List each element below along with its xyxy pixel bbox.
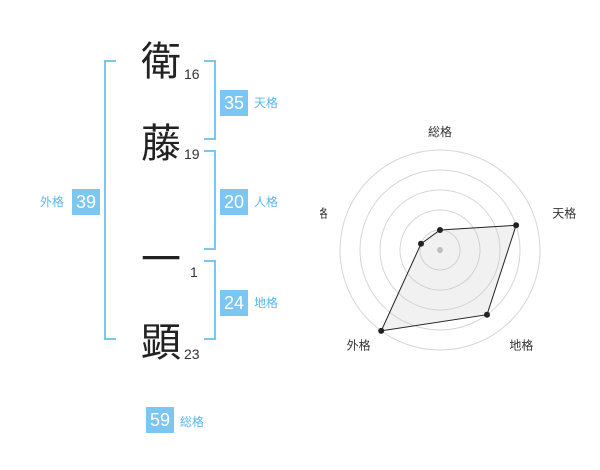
tenkaku-score: 35 bbox=[220, 90, 248, 116]
radar-polygon bbox=[380, 224, 517, 332]
stroke-count-3: 1 bbox=[190, 264, 198, 280]
stroke-count-4: 23 bbox=[184, 346, 200, 362]
chikaku-bracket bbox=[204, 260, 216, 340]
radar-point-5 bbox=[418, 240, 424, 247]
radar-axis-label: 天格 bbox=[552, 206, 576, 221]
jinkaku-label: 人格 bbox=[254, 195, 279, 209]
gaikaku-label: 外格 bbox=[40, 195, 65, 209]
radar-axis-label: 地格 bbox=[509, 338, 533, 353]
radar-ring bbox=[399, 209, 481, 291]
name-char-2: 藤 bbox=[141, 121, 181, 167]
name-char-4: 顕 bbox=[141, 320, 181, 366]
radar-point-1 bbox=[437, 227, 443, 233]
stroke-count-1: 16 bbox=[184, 66, 200, 82]
radar-center bbox=[437, 247, 443, 253]
stroke-count-2: 19 bbox=[184, 146, 200, 162]
name-char-3: 一 bbox=[141, 237, 181, 283]
radar-axis-label: 外格 bbox=[347, 338, 371, 353]
radar-point-2 bbox=[513, 222, 520, 229]
tenkaku-label: 天格 bbox=[254, 96, 279, 110]
radar-ring bbox=[359, 169, 521, 331]
radar-ring bbox=[339, 149, 541, 351]
tenkaku-bracket bbox=[204, 60, 216, 140]
jinkaku-score: 20 bbox=[220, 189, 248, 215]
radar-ring bbox=[379, 189, 501, 311]
soukaku-label: 総格 bbox=[180, 415, 205, 429]
gaikaku-bracket bbox=[104, 60, 116, 340]
jinkaku-bracket bbox=[204, 150, 216, 250]
radar-point-3 bbox=[484, 311, 490, 318]
gaikaku-score: 39 bbox=[72, 189, 100, 215]
soukaku-score: 59 bbox=[146, 407, 174, 433]
radar-axis-label: 総格 bbox=[428, 124, 452, 139]
radar-point-4 bbox=[378, 327, 385, 334]
chikaku-label: 地格 bbox=[254, 296, 279, 310]
chikaku-score: 24 bbox=[220, 290, 248, 316]
radar-series bbox=[378, 222, 520, 334]
name-char-1: 衛 bbox=[141, 39, 181, 85]
radar-rings bbox=[339, 149, 541, 351]
radar-axis-label: 人格 bbox=[320, 206, 328, 221]
